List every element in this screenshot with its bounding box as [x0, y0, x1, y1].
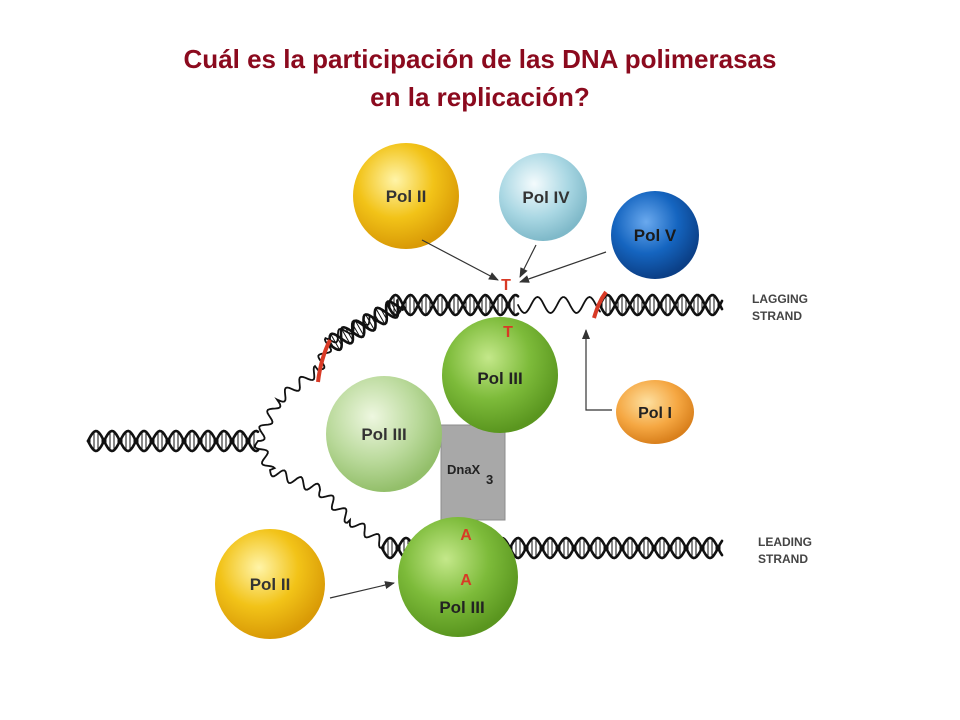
- leading-strand-label-2: STRAND: [758, 552, 808, 566]
- base-t-bottom: T: [503, 324, 513, 341]
- arrow-pol-v: [519, 251, 607, 283]
- base-a-bottom: A: [460, 572, 472, 589]
- parental-duplex-strand-b: [86, 429, 260, 453]
- primer-mark-left: [316, 339, 332, 383]
- arrow-pol-iv: [519, 244, 537, 278]
- pol-iii-left: Pol III: [326, 376, 442, 492]
- leading-template: [254, 440, 384, 549]
- pol-ii-top: Pol II: [353, 143, 459, 249]
- lagging-strand-label-1: LAGGING: [752, 292, 808, 306]
- lagging-duplex-right-strand-a: [598, 293, 724, 317]
- pol-iii-left-label: Pol III: [361, 425, 406, 444]
- base-a-top: A: [460, 527, 472, 544]
- parental-duplex-strand-a: [86, 429, 260, 453]
- pol-ii-bottom-label: Pol II: [250, 575, 291, 594]
- title-line-1: Cuál es la participación de las DNA poli…: [183, 44, 777, 74]
- pol-iv: Pol IV: [499, 153, 587, 241]
- pol-v: Pol V: [611, 191, 699, 279]
- dnax-box: [440, 424, 506, 521]
- title-line-2: en la replicación?: [370, 82, 590, 112]
- pol-iii-lagging: Pol III: [442, 317, 558, 433]
- lagging-duplex-mid-rungs: [389, 294, 515, 316]
- pol-i-label: Pol I: [638, 405, 672, 422]
- lagging-duplex-left-strand-b: [328, 299, 400, 347]
- pol-v-label: Pol V: [634, 226, 677, 245]
- base-t-top: T: [501, 277, 511, 294]
- parental-duplex-rungs: [89, 431, 255, 451]
- pol-iv-label: Pol IV: [522, 188, 570, 207]
- pol-iii-leading-label: Pol III: [439, 598, 484, 617]
- pol-iii-leading: Pol III: [398, 517, 518, 637]
- pol-i: Pol I: [616, 380, 694, 444]
- dnax-label: DnaX: [447, 462, 481, 477]
- pol-iii-lagging-label: Pol III: [477, 369, 522, 388]
- dnax-subscript: 3: [486, 472, 493, 487]
- lagging-gap: [517, 296, 601, 314]
- leading-strand-label-1: LEADING: [758, 535, 812, 549]
- arrow-pol-ii-top: [421, 239, 499, 281]
- lagging-duplex-right-strand-b: [598, 293, 724, 317]
- arrow-pol-ii-bottom: [329, 581, 395, 599]
- pol-ii-bottom: Pol II: [215, 529, 325, 639]
- arrow-pol-i: [582, 329, 612, 411]
- arrows: [329, 239, 612, 599]
- primer-mark-right: [592, 290, 608, 319]
- lagging-strand-label-2: STRAND: [752, 309, 802, 323]
- pol-ii-top-label: Pol II: [386, 187, 427, 206]
- lagging-duplex-right-rungs: [601, 294, 719, 316]
- page-title: Cuál es la participación de las DNA poli…: [0, 40, 960, 116]
